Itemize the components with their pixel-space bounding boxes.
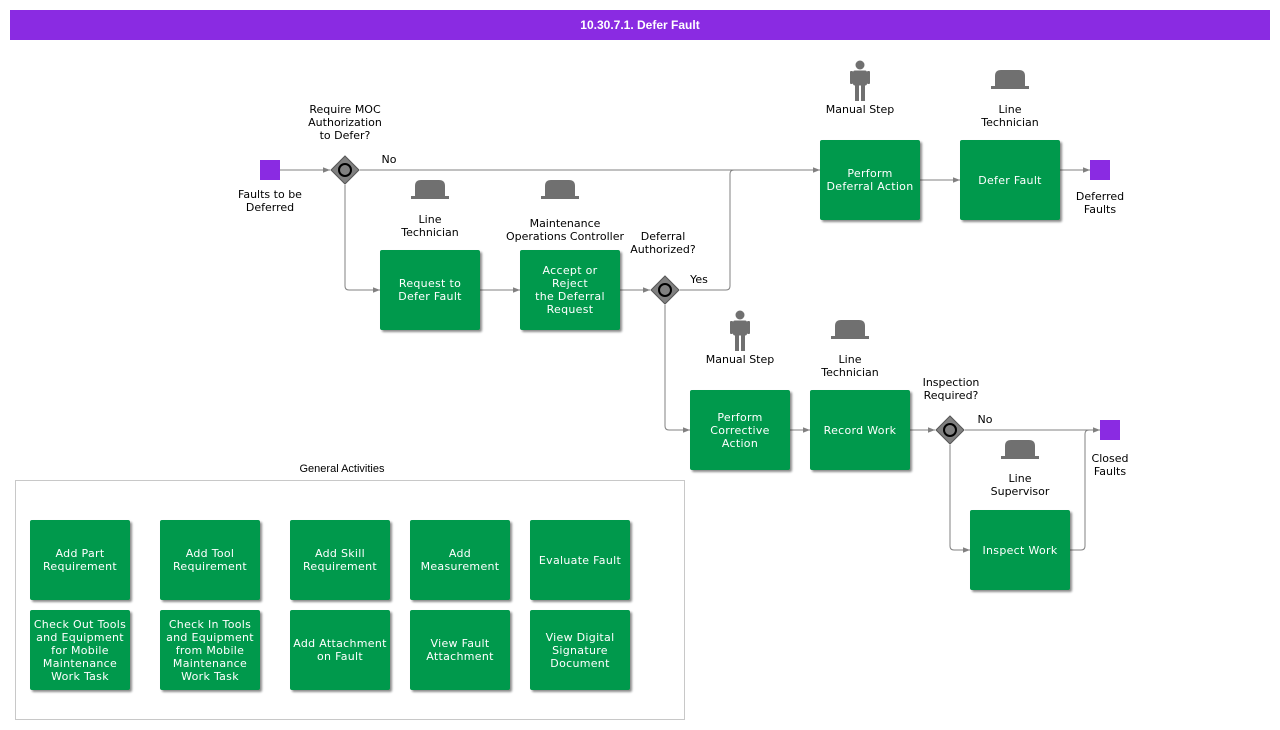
role-label-line-technician-1: Line Technician: [981, 103, 1039, 129]
start-event[interactable]: [260, 160, 280, 180]
task-request-to-defer-fault[interactable]: Request to Defer Fault: [380, 250, 480, 330]
general-task-add-skill-requirement[interactable]: Add Skill Requirement: [290, 520, 390, 600]
gateway-authorized-label: Deferral Authorized?: [630, 230, 696, 256]
general-task-add-measurement[interactable]: Add Measurement: [410, 520, 510, 600]
general-task-add-tool-requirement[interactable]: Add Tool Requirement: [160, 520, 260, 600]
gateway-moc[interactable]: [330, 155, 360, 185]
role-label-manual-step-1: Manual Step: [825, 103, 895, 116]
gateway-inspection-label: Inspection Required?: [922, 376, 980, 402]
edge-label-yes: Yes: [690, 273, 708, 286]
hard-hat-icon: [1001, 440, 1039, 459]
gateway-moc-label: Require MOC Authorization to Defer?: [308, 103, 382, 142]
general-task-view-fault-attachment[interactable]: View Fault Attachment: [410, 610, 510, 690]
task-record-work[interactable]: Record Work: [810, 390, 910, 470]
diagram-title: 10.30.7.1. Defer Fault: [10, 10, 1270, 40]
task-perform-deferral-action[interactable]: Perform Deferral Action: [820, 140, 920, 220]
general-task-add-attachment-on-fault[interactable]: Add Attachment on Fault: [290, 610, 390, 690]
general-activities-group: [15, 480, 685, 720]
edge-label-no-2: No: [977, 413, 993, 426]
edge-inspect-to-closed: [1070, 429, 1090, 551]
end-event-closed-label: Closed Faults: [1091, 452, 1129, 478]
edge-authorized-to-corrective: [664, 305, 690, 433]
hard-hat-icon: [991, 70, 1029, 89]
general-activities-title: General Activities: [299, 463, 385, 475]
gateway-inspection[interactable]: [935, 415, 965, 445]
task-perform-corrective-action[interactable]: Perform Corrective Action: [690, 390, 790, 470]
person-icon: [850, 60, 870, 101]
edge-inspection-to-inspect: [949, 445, 970, 553]
role-label-line-supervisor: Line Supervisor: [990, 472, 1050, 498]
task-accept-or-reject[interactable]: Accept or Reject the Deferral Request: [520, 250, 620, 330]
end-event-closed[interactable]: [1100, 420, 1120, 440]
task-inspect-work[interactable]: Inspect Work: [970, 510, 1070, 590]
role-label-manual-step-2: Manual Step: [705, 353, 775, 366]
role-label-line-technician-3: Line Technician: [821, 353, 879, 379]
edge-label-no-1: No: [381, 153, 397, 166]
hard-hat-icon: [831, 320, 869, 339]
general-task-check-out-tools[interactable]: Check Out Tools and Equipment for Mobile…: [30, 610, 130, 690]
end-event-deferred[interactable]: [1090, 160, 1110, 180]
edge-moc-to-request: [344, 185, 380, 293]
person-icon: [730, 310, 750, 351]
end-event-deferred-label: Deferred Faults: [1075, 190, 1125, 216]
task-defer-fault[interactable]: Defer Fault: [960, 140, 1060, 220]
role-label-line-technician-2: Line Technician: [401, 213, 459, 239]
role-label-maintenance-operations-controller: Maintenance Operations Controller: [505, 217, 625, 243]
start-event-label: Faults to be Deferred: [238, 188, 302, 214]
general-task-evaluate-fault[interactable]: Evaluate Fault: [530, 520, 630, 600]
gateway-authorized[interactable]: [650, 275, 680, 305]
edge-authorized-yes-to-deferral-action: [680, 169, 735, 291]
general-task-add-part-requirement[interactable]: Add Part Requirement: [30, 520, 130, 600]
hard-hat-icon: [411, 180, 449, 199]
general-task-check-in-tools[interactable]: Check In Tools and Equipment from Mobile…: [160, 610, 260, 690]
hard-hat-icon: [541, 180, 579, 199]
general-task-view-digital-signature-document[interactable]: View Digital Signature Document: [530, 610, 630, 690]
